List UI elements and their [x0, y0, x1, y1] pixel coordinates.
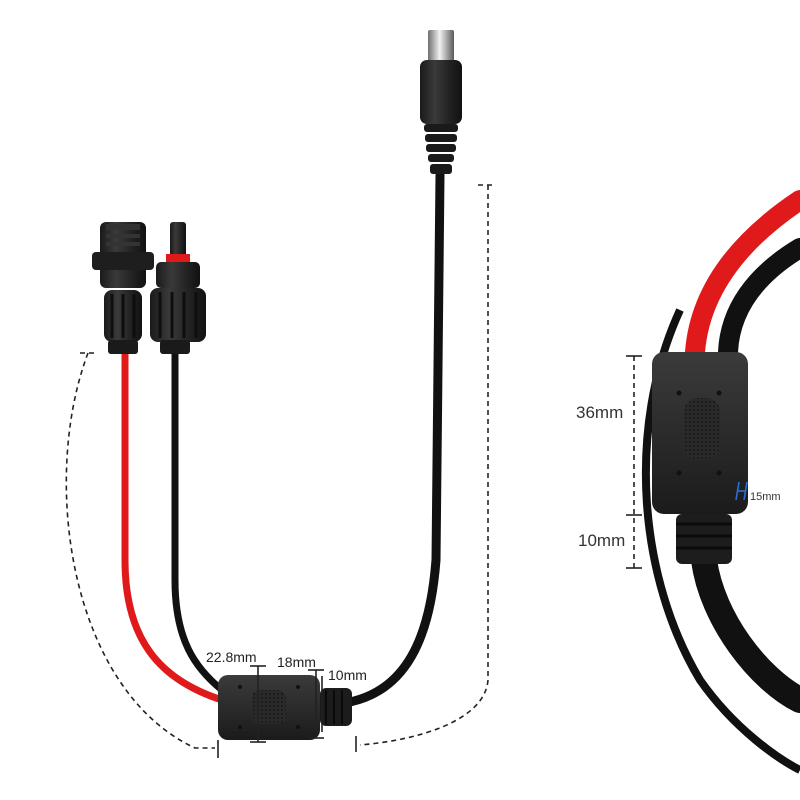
mc4-female-connector — [92, 222, 154, 354]
mc4-male-connector — [150, 222, 206, 354]
length-label: 18mm — [277, 654, 316, 670]
closeup-sleeve-label: 10mm — [578, 531, 625, 550]
main-dimension-lines — [65, 184, 492, 758]
closeup-junction-block — [652, 352, 748, 564]
closeup-black-wire — [718, 238, 800, 362]
output-cable — [345, 170, 445, 707]
main-cable-view: 22.8mm 18mm 10mm — [65, 30, 492, 758]
dc-barrel-plug — [420, 30, 462, 174]
red-wire — [121, 346, 226, 704]
thickness-label: 15mm — [750, 491, 781, 503]
y-junction-block — [218, 675, 352, 740]
closeup-red-wire — [685, 190, 800, 362]
width-label: 22.8mm — [206, 649, 257, 665]
black-wire-short — [171, 346, 226, 694]
closeup-output-cable — [691, 547, 800, 713]
height-label: 36mm — [576, 403, 623, 422]
sleeve-label: 10mm — [328, 667, 367, 683]
closeup-view: 36mm 10mm 15mm — [576, 190, 800, 774]
thickness-marker — [735, 481, 748, 501]
closeup-dimension-lines — [626, 355, 642, 569]
